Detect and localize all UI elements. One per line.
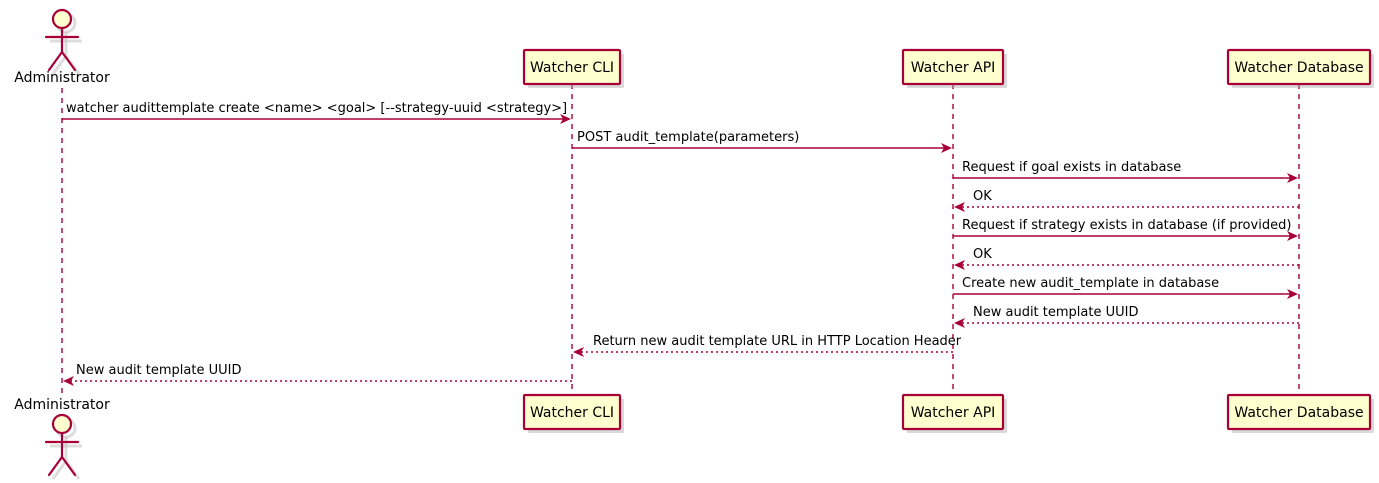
message-arrowhead-3 (1287, 173, 1298, 183)
participant-label-watcher-cli: Watcher CLI (530, 405, 614, 421)
lifelines-group (61, 84, 1300, 395)
participant-label-watcher-cli: Watcher CLI (530, 60, 614, 76)
participant-box-watcher-database-bottom[interactable] (1226, 393, 1372, 431)
message-label-1: watcher audittemplate create <name> <goa… (66, 101, 567, 116)
message-arrowhead-8 (954, 318, 965, 328)
participant-label-watcher-api: Watcher API (911, 60, 996, 76)
message-arrowhead-6 (954, 260, 965, 270)
actor-label-administrator: Administrator (14, 70, 110, 86)
participant-box-watcher-api-top[interactable] (901, 48, 1005, 86)
participant-label-watcher-database: Watcher Database (1234, 405, 1363, 421)
participant-box-watcher-api-bottom[interactable] (901, 393, 1005, 431)
message-label-2: POST audit_template(parameters) (577, 130, 799, 145)
message-label-9: Return new audit template URL in HTTP Lo… (593, 334, 962, 349)
message-label-8: New audit template UUID (973, 305, 1138, 320)
participant-label-watcher-database: Watcher Database (1234, 60, 1363, 76)
actor-figure-administrator[interactable] (44, 413, 82, 480)
actor-label-administrator: Administrator (14, 397, 110, 413)
message-label-6: OK (973, 247, 992, 262)
participant-box-watcher-cli-bottom[interactable] (522, 393, 622, 431)
message-arrowhead-1 (560, 114, 571, 124)
message-arrowhead-9 (573, 347, 584, 357)
messages-group: watcher audittemplate create <name> <goa… (62, 101, 1299, 386)
participant-box-watcher-database-top[interactable] (1226, 48, 1372, 86)
participant-box-watcher-cli-top[interactable] (522, 48, 622, 86)
actor-figure-administrator[interactable] (44, 8, 82, 75)
message-arrowhead-4 (954, 202, 965, 212)
message-arrowhead-2 (941, 143, 952, 153)
message-label-4: OK (973, 189, 992, 204)
message-arrowhead-7 (1287, 289, 1298, 299)
message-label-10: New audit template UUID (76, 363, 241, 378)
participant-label-watcher-api: Watcher API (911, 405, 996, 421)
message-label-5: Request if strategy exists in database (… (962, 218, 1291, 233)
message-label-7: Create new audit_template in database (962, 276, 1219, 291)
participant-boxes-group: Watcher CLI Watcher CLI Watcher API Watcher… (522, 48, 1374, 433)
message-arrowhead-10 (63, 376, 74, 386)
message-arrowhead-5 (1287, 231, 1298, 241)
message-label-3: Request if goal exists in database (962, 160, 1181, 175)
